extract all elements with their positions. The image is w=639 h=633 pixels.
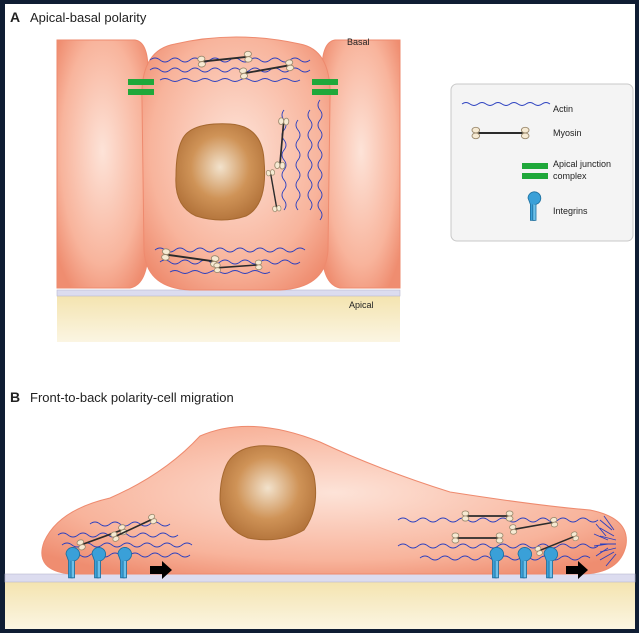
legend-junction-label-line2: complex [553,171,587,181]
nucleus-b [220,446,316,540]
legend-actin-label: Actin [553,104,573,114]
basal-label: Basal [347,37,370,47]
neighbor-cell-left [57,40,148,288]
panel-b-letter: B [10,389,20,405]
legend-integrins-label: Integrins [553,206,588,216]
legend: Actin Myosin Apical junction complex Int… [451,84,633,241]
panel-b-title: Front-to-back polarity-cell migration [30,390,234,405]
neighbor-cell-right [322,40,400,288]
basement-membrane-a [57,290,400,296]
apical-label: Apical [349,300,374,310]
panel-a-title: Apical-basal polarity [30,10,147,25]
legend-myosin-label: Myosin [553,128,582,138]
panel-a-letter: A [10,9,20,25]
legend-junction-label: Apical junction [553,159,611,169]
nucleus-a [176,124,265,220]
substrate-b [5,582,635,629]
